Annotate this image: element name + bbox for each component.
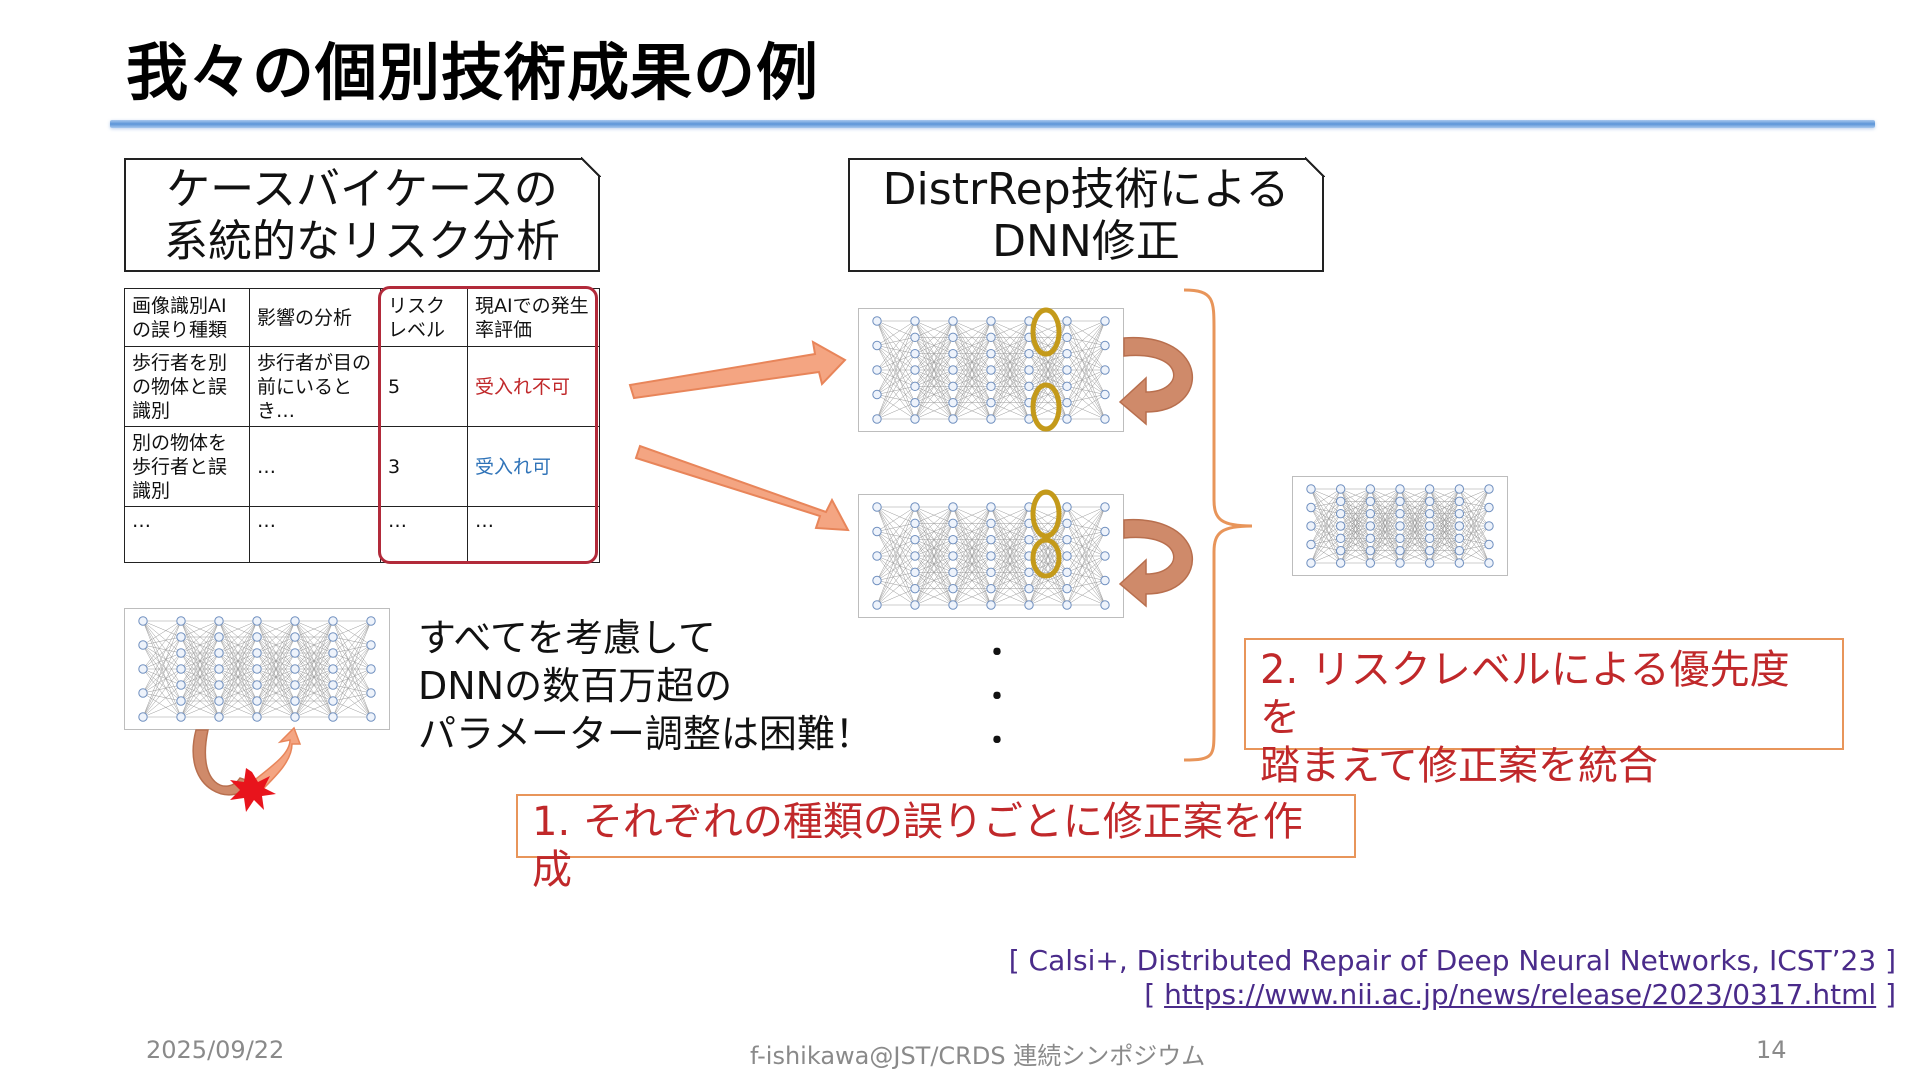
distrrep-line2: DNN修正 xyxy=(992,216,1180,267)
neural-network-icon xyxy=(124,608,390,730)
vertical-ellipsis: ・ ・ ・ xyxy=(982,632,1012,764)
title-underline xyxy=(110,120,1875,128)
table-header-cell: リスクレベル xyxy=(380,288,468,347)
bracket-open: [ xyxy=(1144,978,1165,1011)
ellipsis-dot: ・ xyxy=(982,724,1012,759)
ellipsis-dot: ・ xyxy=(982,636,1012,671)
risk-columns-highlight xyxy=(378,286,598,564)
table-cell: … xyxy=(249,506,381,563)
brace-icon xyxy=(1183,288,1253,762)
table-cell: … xyxy=(380,506,468,563)
table-cell: 歩行者が目の前にいるとき… xyxy=(249,346,381,427)
slide-title: 我々の個別技術成果の例 xyxy=(126,36,820,109)
repair-callout: 1. それぞれの種類の誤りごとに修正案を作成 xyxy=(516,794,1356,893)
burst-error-icon xyxy=(230,768,276,812)
footer-author: f-ishikawa@JST/CRDS 連続シンポジウム xyxy=(750,1042,1206,1070)
highlight-ellipse xyxy=(1030,489,1062,539)
difficulty-statement: すべてを考慮して DNNの数百万超の パラメーター調整は困難！ xyxy=(418,614,873,758)
table-cell: 受入れ可 xyxy=(467,426,600,507)
highlight-ellipse xyxy=(1030,307,1062,357)
corner-notch xyxy=(581,157,601,177)
citation-link[interactable]: https://www.nii.ac.jp/news/release/2023/… xyxy=(1164,978,1877,1011)
risk-analysis-line2: 系統的なリスク分析 xyxy=(164,216,560,267)
curved-arrow-icon xyxy=(1118,519,1193,608)
risk-analysis-line1: ケースバイケースの xyxy=(166,164,558,215)
distrrep-header: DistrRep技術による DNN修正 xyxy=(848,157,1325,272)
statement-line: すべてを考慮して xyxy=(418,616,716,660)
risk-analysis-header: ケースバイケースの 系統的なリスク分析 xyxy=(124,157,601,272)
ellipsis-dot: ・ xyxy=(982,680,1012,715)
statement-line: パラメーター調整は困難！ xyxy=(418,712,873,756)
risk-table: 画像識別AIの誤り種類 影響の分析 リスクレベル 現AIでの発生率評価 歩行者を… xyxy=(124,288,600,563)
table-cell: 歩行者を別の物体と誤識別 xyxy=(124,346,250,427)
callout-line: 2. リスクレベルによる優先度を xyxy=(1260,647,1790,741)
citation-url-line: [ https://www.nii.ac.jp/news/release/202… xyxy=(1144,978,1896,1011)
citation-paper: [ Calsi+, Distributed Repair of Deep Neu… xyxy=(1008,944,1896,977)
table-cell: 5 xyxy=(380,346,468,427)
table-header-cell: 現AIでの発生率評価 xyxy=(467,288,600,347)
table-cell: 受入れ不可 xyxy=(467,346,600,427)
arrow-right-icon xyxy=(628,340,847,400)
curved-arrow-icon xyxy=(250,726,302,792)
highlight-ellipse xyxy=(1030,382,1062,432)
neural-network-icon xyxy=(858,308,1124,432)
bracket-close: ] xyxy=(1876,978,1896,1011)
table-row: 歩行者を別の物体と誤識別 歩行者が目の前にいるとき… 5 受入れ不可 xyxy=(124,346,600,427)
curved-arrow-icon xyxy=(1118,337,1193,426)
table-cell: … xyxy=(249,426,381,507)
page-number: 14 xyxy=(1756,1036,1787,1064)
arrow-right-icon xyxy=(634,444,850,532)
integration-callout: 2. リスクレベルによる優先度を 踏まえて修正案を統合 xyxy=(1244,638,1844,789)
table-cell: … xyxy=(124,506,250,563)
neural-network-icon xyxy=(858,494,1124,618)
distrrep-line1: DistrRep技術による xyxy=(882,164,1290,215)
statement-line: DNNの数百万超の xyxy=(418,664,733,708)
table-header-cell: 影響の分析 xyxy=(249,288,381,347)
table-header-row: 画像識別AIの誤り種類 影響の分析 リスクレベル 現AIでの発生率評価 xyxy=(124,288,600,347)
callout-line: 踏まえて修正案を統合 xyxy=(1260,743,1658,789)
table-cell: … xyxy=(467,506,600,563)
table-header-cell: 画像識別AIの誤り種類 xyxy=(124,288,250,347)
table-row: … … … … xyxy=(124,506,600,563)
highlight-ellipse xyxy=(1030,537,1062,579)
footer-date: 2025/09/22 xyxy=(146,1036,285,1064)
corner-notch xyxy=(1305,157,1325,177)
neural-network-icon xyxy=(1292,476,1508,576)
